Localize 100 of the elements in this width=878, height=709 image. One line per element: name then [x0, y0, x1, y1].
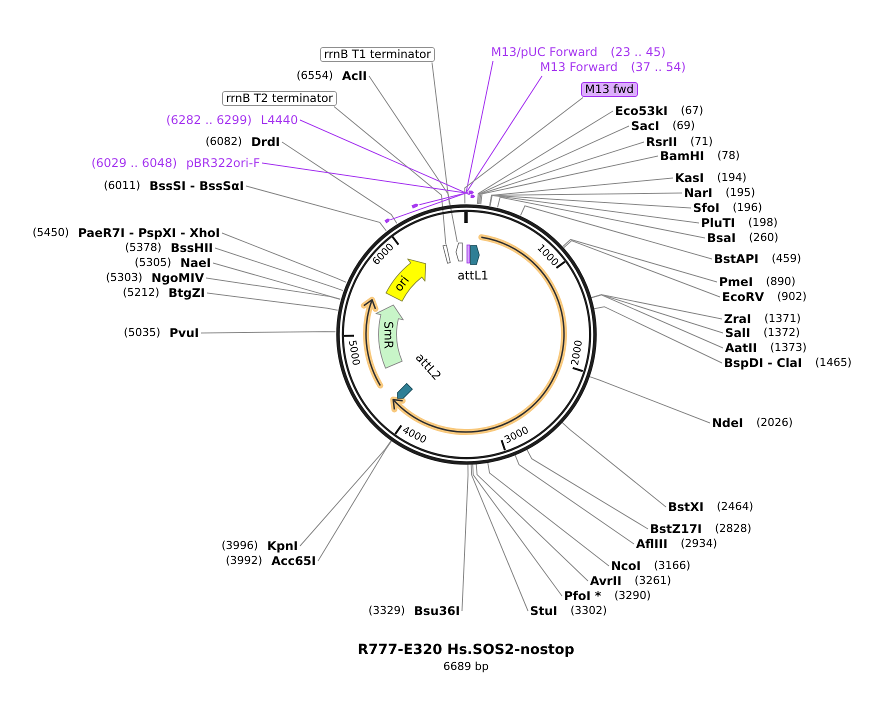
enzyme-name: Eco53kI — [615, 104, 668, 118]
leader-line — [432, 62, 458, 242]
primer-name: M13 Forward — [540, 60, 618, 74]
primer-name: pBR322ori-F — [186, 156, 260, 170]
leader-line — [470, 464, 528, 612]
site-position: (2464) — [716, 500, 754, 514]
enzyme-name: Bsu36I — [414, 604, 460, 618]
enzyme-name: KasI — [675, 171, 704, 185]
leader-line — [334, 106, 446, 245]
site-position: (6554) — [296, 69, 334, 83]
leader-line — [497, 196, 706, 238]
primer-position: (6282 .. 6299) — [166, 113, 252, 127]
site-position: (6011) — [104, 179, 140, 193]
enzyme-name: AatII — [725, 341, 758, 355]
enzyme-name: BspDI - ClaI — [724, 356, 802, 370]
leader-line — [594, 306, 722, 364]
site-position: (890) — [766, 275, 796, 289]
site-position: (194) — [717, 171, 747, 185]
sequence-length: 6689 bp — [443, 660, 489, 673]
site-position: (69) — [672, 119, 695, 133]
feature-label: rrnB T2 terminator — [222, 90, 337, 106]
leader-line — [212, 262, 341, 300]
site-position: (260) — [748, 231, 778, 245]
scale-label: 5000 — [345, 339, 362, 366]
enzyme-name: SalI — [725, 326, 750, 340]
leader-line — [246, 186, 387, 232]
leader-line — [514, 454, 634, 544]
enzyme-name: NaeI — [180, 256, 211, 270]
feature-label: attL1 — [457, 270, 489, 282]
feature-label: SmR — [381, 320, 395, 349]
leader-line — [300, 440, 392, 546]
enzyme-name: BssSI - BssSαI — [149, 179, 244, 193]
leader-line — [300, 120, 468, 206]
site-position: (2828) — [714, 522, 752, 536]
enzyme-name: AclI — [342, 69, 367, 83]
enzyme-name: SacI — [631, 119, 660, 133]
leader-line — [368, 76, 450, 206]
leader-line — [489, 178, 674, 206]
leader-line — [490, 194, 700, 224]
feature-label: ori — [392, 274, 412, 294]
site-position: (71) — [690, 135, 713, 149]
site-position: (195) — [726, 186, 756, 200]
site-position: (1465) — [815, 356, 852, 370]
leader-line — [563, 240, 720, 298]
leader-line — [206, 292, 338, 311]
enzyme-name: NgoMIV — [151, 271, 204, 285]
enzyme-name: BstXI — [668, 500, 704, 514]
site-position: (3996) — [222, 539, 258, 553]
enzyme-name: BsaI — [707, 231, 736, 245]
leader-line — [476, 464, 588, 582]
site-position: (67) — [680, 104, 704, 118]
enzyme-name: BamHI — [660, 149, 704, 163]
primer-position: (6029 .. 6048) — [91, 156, 178, 170]
enzyme-name: StuI — [530, 604, 558, 618]
enzyme-name: DrdI — [251, 135, 280, 149]
enzyme-name: Acc65I — [271, 554, 316, 568]
enzyme-name: ZraI — [724, 312, 752, 326]
leader-line — [472, 464, 562, 596]
enzyme-name: AflIII — [636, 537, 668, 551]
enzyme-name: BstZ17I — [650, 522, 702, 536]
site-position: (5305) — [134, 256, 172, 270]
site-position: (198) — [748, 216, 778, 230]
leader-line — [464, 97, 584, 204]
site-position: (5303) — [106, 271, 142, 285]
site-position: (1372) — [763, 326, 800, 340]
leader-line — [282, 142, 398, 224]
enzyme-name: RsrII — [646, 135, 678, 149]
leader-line — [487, 462, 610, 566]
leader-line — [562, 238, 718, 282]
site-position: (78) — [717, 149, 740, 163]
feature-label: rrnB T1 terminator — [320, 46, 435, 62]
enzyme-name: BstAPI — [714, 252, 759, 266]
primer-position: (23 .. 45) — [610, 45, 666, 59]
leader-line — [489, 192, 682, 206]
leader-line — [562, 422, 666, 508]
map-title: R777-E320 Hs.SOS2-nostop — [358, 642, 574, 659]
site-position: (3329) — [368, 604, 405, 618]
leader-line — [214, 248, 344, 292]
feature-label: M13 fwd — [581, 82, 638, 96]
site-position: (3992) — [226, 554, 262, 568]
leader-line — [462, 464, 469, 612]
enzyme-name: NdeI — [712, 416, 744, 430]
scale-label: 4000 — [400, 425, 428, 448]
scale-label: 2000 — [570, 339, 586, 366]
leader-line — [465, 76, 542, 196]
leader-line — [478, 126, 630, 205]
leader-line — [206, 278, 341, 300]
enzyme-name: AvrII — [590, 574, 622, 588]
leader-line — [489, 194, 692, 208]
enzyme-name: BtgZI — [168, 286, 205, 300]
enzyme-name: EcoRV — [722, 290, 764, 304]
leader-line — [222, 232, 347, 283]
site-position: (3290) — [614, 589, 651, 603]
site-position: (5035) — [124, 326, 160, 340]
leader-line — [480, 156, 658, 205]
leader-line — [200, 331, 336, 334]
scale-label: 3000 — [502, 424, 531, 448]
leader-line — [318, 440, 392, 562]
enzyme-name: PluTI — [701, 216, 736, 230]
leader-line — [526, 448, 648, 530]
